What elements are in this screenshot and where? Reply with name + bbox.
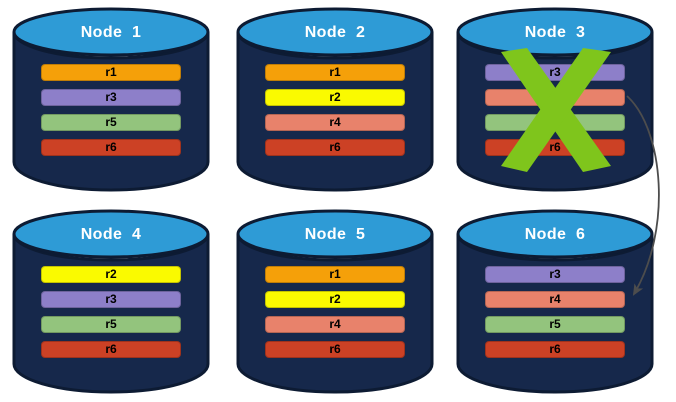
record-list: r2 r3 r5 r6	[41, 266, 181, 366]
record-bar[interactable]: r6	[265, 139, 405, 156]
record-bar[interactable]: r1	[41, 64, 181, 81]
record-list: r3 r4 r5 r6	[485, 266, 625, 366]
record-list: r3 r4 r5 r6	[485, 64, 625, 164]
cylinder-top	[236, 7, 434, 57]
record-bar[interactable]: r4	[265, 316, 405, 333]
cylinder-top	[12, 7, 210, 57]
record-list: r1 r2 r4 r6	[265, 64, 405, 164]
record-bar[interactable]: r5	[41, 316, 181, 333]
cylinder-top	[12, 209, 210, 259]
record-list: r1 r2 r4 r6	[265, 266, 405, 366]
record-list: r1 r3 r5 r6	[41, 64, 181, 164]
record-bar[interactable]: r4	[265, 114, 405, 131]
record-bar[interactable]: r3	[485, 64, 625, 81]
record-bar[interactable]: r3	[41, 89, 181, 106]
record-bar[interactable]: r5	[41, 114, 181, 131]
record-bar[interactable]: r6	[41, 341, 181, 358]
record-bar[interactable]: r5	[485, 114, 625, 131]
record-bar[interactable]: r6	[485, 341, 625, 358]
cylinder-top	[456, 209, 654, 259]
record-bar[interactable]: r1	[265, 64, 405, 81]
record-bar[interactable]: r2	[265, 89, 405, 106]
record-bar[interactable]: r2	[265, 291, 405, 308]
record-bar[interactable]: r6	[485, 139, 625, 156]
record-bar[interactable]: r4	[485, 89, 625, 106]
record-bar[interactable]: r1	[265, 266, 405, 283]
record-bar[interactable]: r3	[485, 266, 625, 283]
record-bar[interactable]: r4	[485, 291, 625, 308]
cylinder-top	[456, 7, 654, 57]
record-bar[interactable]: r3	[41, 291, 181, 308]
cylinder-top	[236, 209, 434, 259]
record-bar[interactable]: r2	[41, 266, 181, 283]
record-bar[interactable]: r6	[41, 139, 181, 156]
record-bar[interactable]: r6	[265, 341, 405, 358]
record-bar[interactable]: r5	[485, 316, 625, 333]
